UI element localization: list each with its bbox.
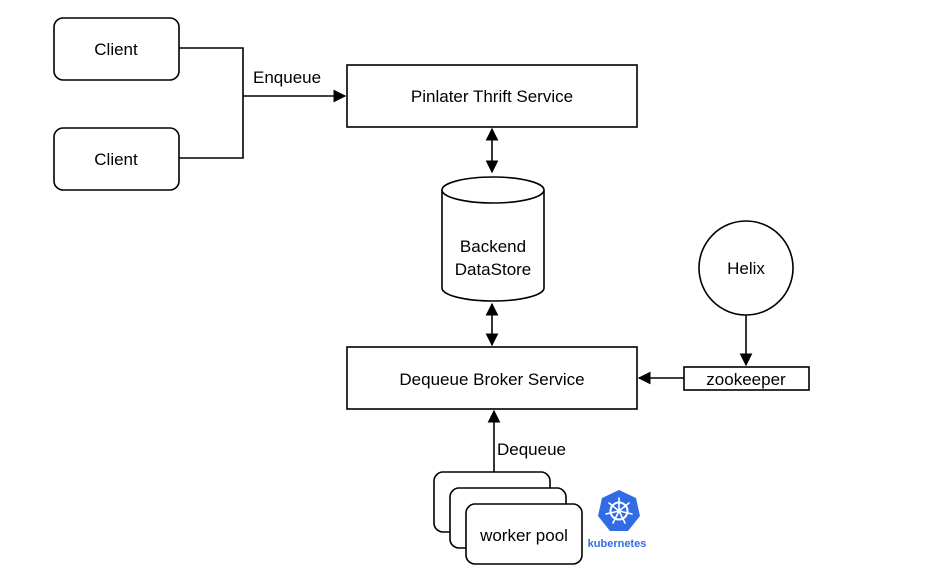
enqueue-label: Enqueue [253, 68, 321, 87]
kubernetes-wordmark: kubernetes [588, 538, 647, 550]
worker-pool-node: worker pool [433, 471, 583, 565]
thrift-service-node: Pinlater Thrift Service [346, 64, 638, 128]
datastore-label-line2: DataStore [455, 260, 532, 279]
client-bottom-label: Client [94, 150, 138, 169]
worker-pool-label: worker pool [479, 526, 568, 545]
client-node-top: Client [53, 17, 180, 81]
client-top-label: Client [94, 40, 138, 59]
datastore-label-line1: Backend [460, 237, 526, 256]
helix-node: Helix [698, 220, 794, 316]
zookeeper-node: zookeeper [683, 366, 810, 391]
client-node-bottom: Client [53, 127, 180, 191]
broker-service-node: Dequeue Broker Service [346, 346, 638, 410]
kubernetes-helm-icon [598, 490, 640, 531]
zookeeper-label: zookeeper [706, 370, 786, 389]
thrift-service-label: Pinlater Thrift Service [411, 87, 573, 106]
dequeue-label: Dequeue [497, 440, 566, 459]
broker-service-label: Dequeue Broker Service [399, 370, 584, 389]
kubernetes-logo: kubernetes [588, 490, 647, 550]
datastore-node: Backend DataStore [441, 176, 545, 302]
enqueue-connector: Enqueue [179, 47, 347, 159]
dequeue-connector: Dequeue [487, 409, 566, 472]
helix-label: Helix [727, 259, 765, 278]
